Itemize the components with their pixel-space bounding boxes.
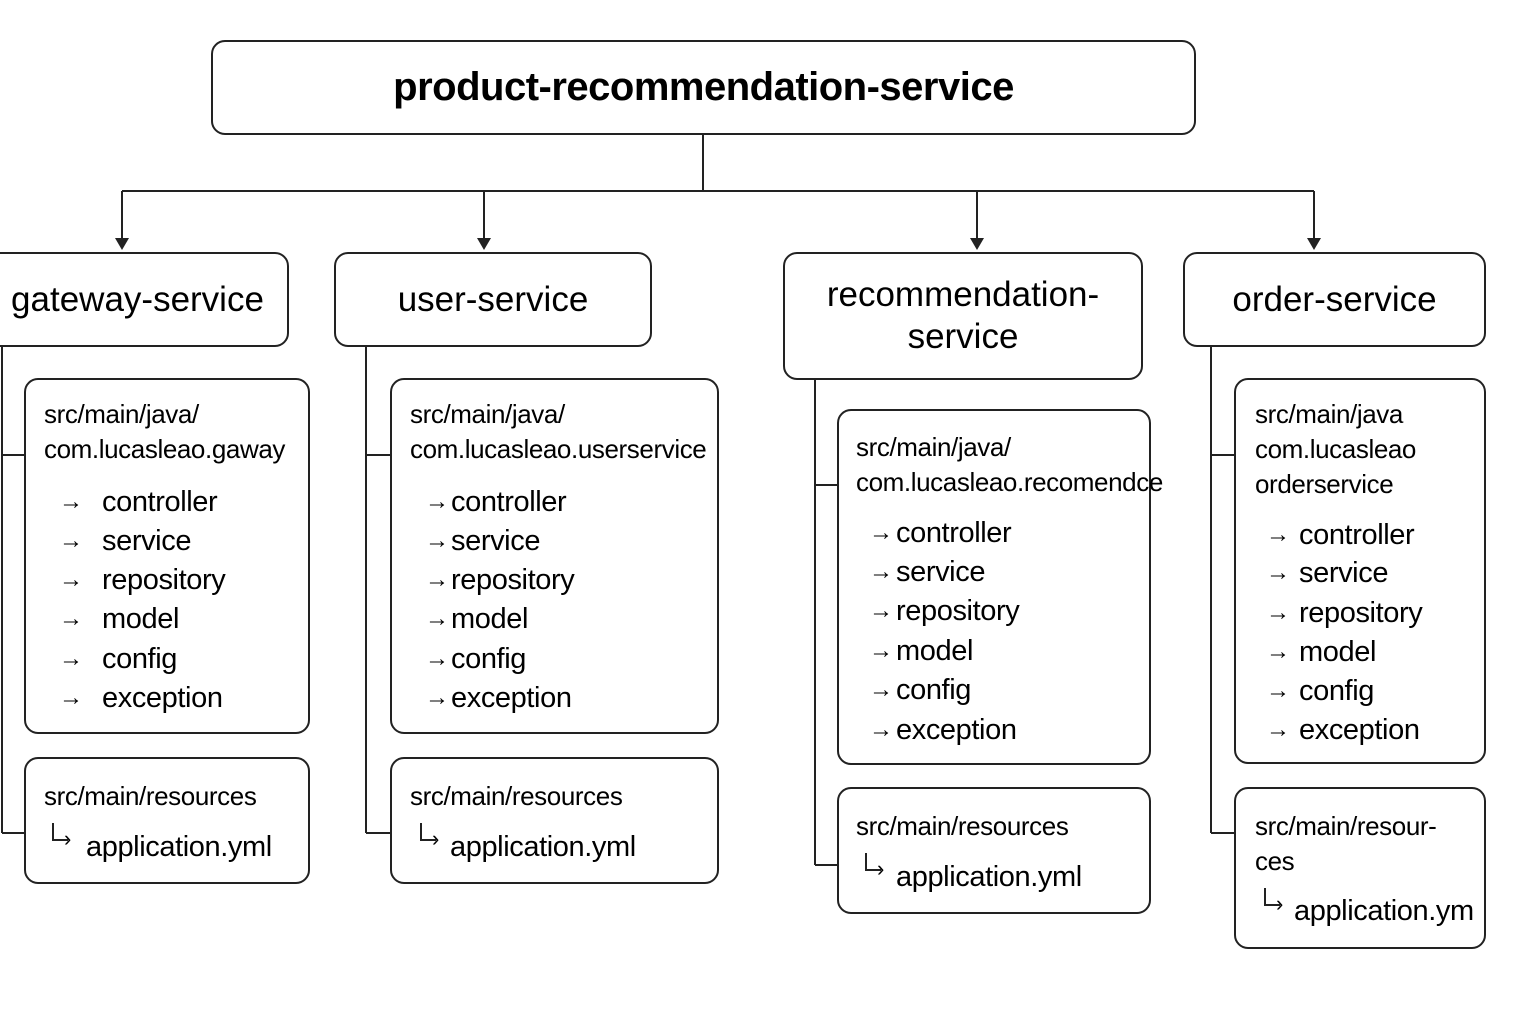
layer-item: exception — [896, 714, 1017, 746]
layer-item: service — [451, 525, 541, 557]
arrow-icon: → — [1266, 638, 1290, 665]
arrow-icon: › — [432, 826, 439, 851]
package-box-gateway: src/main/java/ com.lucasleao.gaway → con… — [24, 378, 310, 734]
arrow-icon: → — [59, 645, 83, 672]
arrow-icon: → — [425, 566, 449, 593]
resources-box-user: src/main/resources › application.yml — [390, 757, 719, 884]
arrow-icon: → — [425, 645, 449, 672]
arrow-icon: → — [59, 566, 83, 593]
package-box-order: src/main/java com.lucasleao orderservice… — [1234, 378, 1486, 764]
arrow-icon: → — [869, 637, 893, 664]
root-title: product-recommendation-service — [393, 65, 1014, 109]
layer-item: config — [896, 674, 971, 706]
layer-item: model — [102, 603, 179, 635]
layer-item: model — [451, 603, 528, 635]
service-name: order-service — [1232, 279, 1437, 319]
layer-item: config — [1299, 675, 1374, 707]
arrow-icon: → — [1266, 716, 1290, 743]
service-name: user-service — [397, 279, 589, 319]
resource-file: application.yml — [896, 861, 1082, 893]
arrow-icon: → — [1266, 599, 1290, 626]
layer-item: exception — [1299, 714, 1420, 746]
layer-item: controller — [896, 517, 1012, 549]
package-path: src/main/java/ com.lucasleao.gaway — [44, 399, 285, 464]
resource-file: application.ym — [1294, 895, 1474, 927]
package-path: src/main/java/ com.lucasleao.userservice — [410, 399, 707, 464]
layer-item: controller — [102, 486, 218, 518]
resources-path: src/main/resour- ces — [1255, 811, 1437, 876]
elbow-arrow-icon — [52, 823, 68, 841]
elbow-arrow-icon — [1264, 888, 1280, 906]
resources-path: src/main/resources — [410, 781, 623, 811]
root-project-box: product-recommendation-service — [211, 40, 1196, 135]
arrow-icon: › — [1276, 891, 1283, 916]
resources-path: src/main/resources — [856, 811, 1069, 841]
resources-path: src/main/resources — [44, 781, 257, 811]
arrow-icon: → — [425, 605, 449, 632]
resources-box-order: src/main/resour- ces › application.ym — [1234, 787, 1486, 949]
arrow-icon: › — [64, 826, 71, 851]
arrow-icon: → — [425, 527, 449, 554]
arrow-icon: → — [59, 488, 83, 515]
arrow-icon: → — [1266, 677, 1290, 704]
elbow-arrow-icon — [865, 853, 881, 871]
layer-item: exception — [451, 682, 572, 714]
layer-item: controller — [451, 486, 567, 518]
layer-item: repository — [451, 564, 575, 596]
resource-file: application.yml — [86, 831, 272, 863]
service-box-recommendation: recommendation- service — [783, 252, 1143, 380]
service-name: recommendation- service — [826, 275, 1100, 356]
arrow-icon: → — [869, 558, 893, 585]
arrow-icon: → — [59, 527, 83, 554]
arrow-icon: → — [425, 488, 449, 515]
arrow-icon: → — [869, 597, 893, 624]
layer-item: model — [896, 635, 973, 667]
layer-item: repository — [896, 595, 1020, 627]
layer-item: repository — [1299, 597, 1423, 629]
resource-file: application.yml — [450, 831, 636, 863]
package-path: src/main/java com.lucasleao orderservice — [1255, 399, 1416, 499]
package-box-recommendation: src/main/java/ com.lucasleao.recomendce … — [837, 409, 1163, 765]
arrow-icon: → — [1266, 559, 1290, 586]
arrow-icon: → — [59, 605, 83, 632]
layer-item: exception — [102, 682, 223, 714]
layer-item: model — [1299, 636, 1376, 668]
layer-item: config — [102, 643, 177, 675]
layer-item: service — [102, 525, 192, 557]
package-box-user: src/main/java/ com.lucasleao.userservice… — [390, 378, 719, 734]
layer-item: config — [451, 643, 526, 675]
arrow-icon: → — [1266, 521, 1290, 548]
arrow-icon: → — [869, 519, 893, 546]
package-path: src/main/java/ com.lucasleao.recomendce — [856, 432, 1163, 497]
layer-item: repository — [102, 564, 226, 596]
layer-item: service — [1299, 557, 1389, 589]
arrow-icon: → — [869, 676, 893, 703]
service-name: gateway-service — [11, 279, 264, 319]
service-box-gateway: gateway-service — [0, 252, 289, 347]
layer-item: service — [896, 556, 986, 588]
arrow-icon: › — [877, 856, 884, 881]
resources-box-gateway: src/main/resources › application.yml — [24, 757, 310, 884]
resources-box-recommendation: src/main/resources › application.yml — [837, 787, 1151, 914]
service-box-order: order-service — [1183, 252, 1486, 347]
layer-item: controller — [1299, 519, 1415, 551]
arrow-icon: → — [869, 716, 893, 743]
arrow-icon: → — [59, 684, 83, 711]
arrow-icon: → — [425, 684, 449, 711]
elbow-arrow-icon — [420, 823, 436, 841]
service-box-user: user-service — [334, 252, 652, 347]
